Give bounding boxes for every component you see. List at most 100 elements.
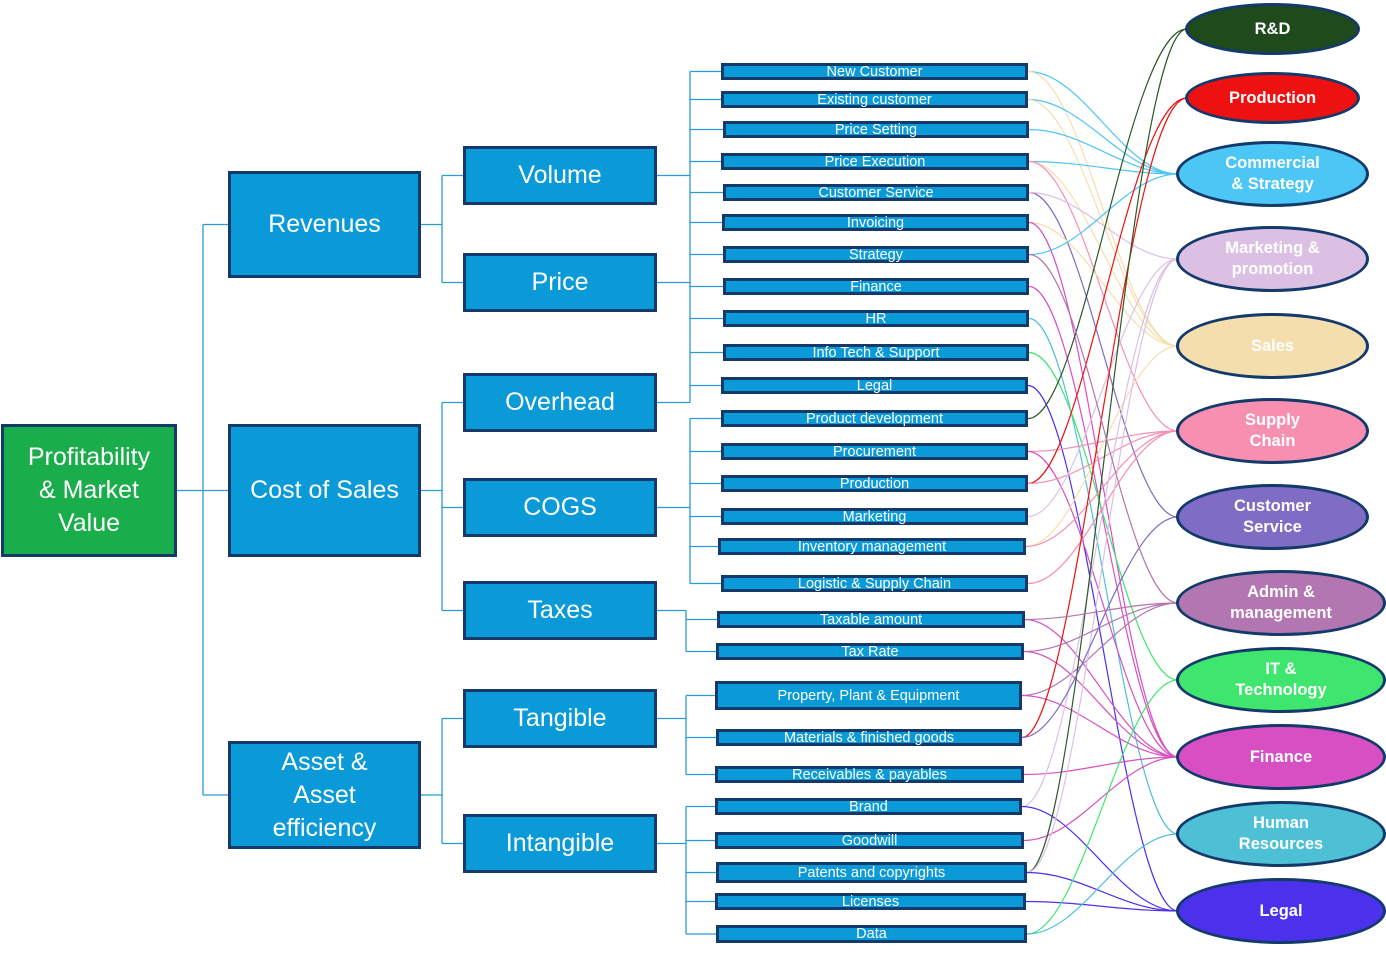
department-link — [1026, 28, 1188, 874]
leaf-materials-and-finished-goods: Materials & finished goods — [716, 729, 1022, 746]
node-tangible-label: Tangible — [513, 704, 607, 732]
node-taxes: Taxes — [463, 581, 657, 640]
department-link — [1027, 70, 1179, 347]
department-link — [1024, 602, 1179, 621]
leaf-patents-and-copyrights-label: Patents and copyrights — [797, 864, 946, 881]
node-volume: Volume — [463, 146, 657, 205]
tree-connector — [177, 223, 228, 796]
department-link — [1021, 805, 1179, 912]
tree-connector — [657, 174, 690, 404]
leaf-taxable-amount-label: Taxable amount — [819, 611, 923, 628]
department-sales: Sales — [1176, 313, 1369, 379]
department-link — [1027, 430, 1179, 485]
department-customer-service: Customer Service — [1176, 484, 1369, 550]
root-profitability-market-value-label: Profitability & Market Value — [27, 443, 151, 537]
department-links — [1021, 28, 1188, 935]
leaf-price-setting: Price Setting — [723, 121, 1029, 138]
department-link — [1027, 258, 1179, 518]
department-randd: R&D — [1185, 3, 1360, 55]
department-label: Legal — [1259, 901, 1303, 920]
department-link — [1028, 317, 1179, 835]
leaf-product-development: Product development — [721, 410, 1028, 427]
node-overhead-label: Overhead — [505, 388, 615, 416]
tree-connector — [657, 609, 717, 653]
leaf-new-customer: New Customer — [721, 63, 1028, 80]
department-label: Marketing & promotion — [1225, 239, 1320, 278]
tree-connector — [421, 401, 463, 612]
department-production: Production — [1185, 72, 1360, 124]
node-price-label: Price — [531, 268, 589, 296]
leaf-info-tech-and-support-label: Info Tech & Support — [812, 344, 940, 361]
department-link — [1027, 97, 1188, 485]
leaf-logistic-and-supply-chain: Logistic & Supply Chain — [721, 575, 1028, 592]
department-link — [1021, 694, 1179, 758]
leaf-price-execution-label: Price Execution — [824, 153, 926, 170]
department-link — [1028, 128, 1179, 175]
department-link — [1027, 98, 1179, 175]
tree-connectors — [177, 70, 723, 935]
leaf-finance-label: Finance — [850, 278, 902, 295]
leaf-logistic-and-supply-chain-label: Logistic & Supply Chain — [797, 575, 952, 592]
tree-connector — [657, 805, 716, 935]
node-tangible: Tangible — [463, 689, 657, 748]
node-intangible: Intangible — [463, 814, 657, 873]
department-link — [1026, 833, 1179, 935]
department-link — [1023, 602, 1179, 653]
department-human-resources: Human Resources — [1176, 801, 1386, 867]
department-commercial-and-strategy: Commercial & Strategy — [1176, 141, 1369, 207]
department-label: Sales — [1250, 336, 1295, 355]
leaf-goodwill: Goodwill — [715, 832, 1024, 849]
department-link — [1025, 430, 1179, 548]
leaf-marketing: Marketing — [721, 508, 1028, 525]
leaf-inventory-management-label: Inventory management — [797, 538, 947, 555]
node-overhead: Overhead — [463, 373, 657, 432]
leaf-property-plant-and-equipment: Property, Plant & Equipment — [715, 681, 1022, 710]
tree-connector — [657, 417, 721, 585]
leaf-production: Production — [721, 475, 1028, 492]
leaf-product-development-label: Product development — [805, 410, 944, 427]
department-link — [1028, 221, 1179, 758]
department-link — [1028, 160, 1179, 432]
node-cost: Cost of Sales — [228, 424, 421, 557]
department-legal: Legal — [1176, 878, 1386, 944]
leaf-procurement-label: Procurement — [832, 443, 916, 460]
node-cost-label: Cost of Sales — [250, 476, 399, 504]
node-price: Price — [463, 253, 657, 312]
node-cogs: COGS — [463, 478, 657, 537]
leaf-info-tech-and-support: Info Tech & Support — [723, 344, 1029, 361]
department-link — [1027, 70, 1179, 175]
department-link — [1025, 345, 1179, 548]
leaf-new-customer-label: New Customer — [826, 63, 923, 80]
leaf-legal: Legal — [721, 377, 1028, 394]
node-intangible-label: Intangible — [505, 829, 615, 857]
department-link — [1028, 253, 1179, 604]
department-label: IT & Technology — [1235, 660, 1327, 699]
leaf-strategy: Strategy — [723, 246, 1029, 263]
leaf-existing-customer-label: Existing customer — [817, 91, 932, 108]
leaf-brand-label: Brand — [849, 798, 888, 815]
node-asset-label: Asset & Asset efficiency — [272, 747, 377, 842]
leaf-data: Data — [716, 925, 1027, 943]
department-label: R&D — [1254, 19, 1291, 38]
leaf-goodwill-label: Goodwill — [841, 832, 898, 849]
node-cogs-label: COGS — [523, 493, 597, 521]
department-link — [1028, 160, 1179, 347]
department-link — [1028, 285, 1179, 758]
leaf-marketing-label: Marketing — [842, 508, 907, 525]
leaf-hr: HR — [723, 310, 1029, 327]
department-link — [1026, 258, 1179, 874]
department-link — [1027, 28, 1188, 420]
leaf-property-plant-and-equipment-label: Property, Plant & Equipment — [777, 687, 960, 704]
department-label: Finance — [1249, 747, 1313, 766]
department-admin-and-management: Admin & management — [1176, 570, 1386, 636]
department-link — [1024, 618, 1179, 758]
leaf-taxable-amount: Taxable amount — [717, 611, 1025, 628]
leaf-procurement: Procurement — [721, 443, 1028, 460]
department-link — [1027, 98, 1179, 347]
leaf-price-execution: Price Execution — [721, 153, 1029, 170]
leaf-legal-label: Legal — [856, 377, 893, 394]
department-link — [1025, 900, 1179, 912]
department-link — [1021, 97, 1188, 739]
department-link — [1023, 756, 1179, 842]
department-link — [1028, 160, 1179, 175]
